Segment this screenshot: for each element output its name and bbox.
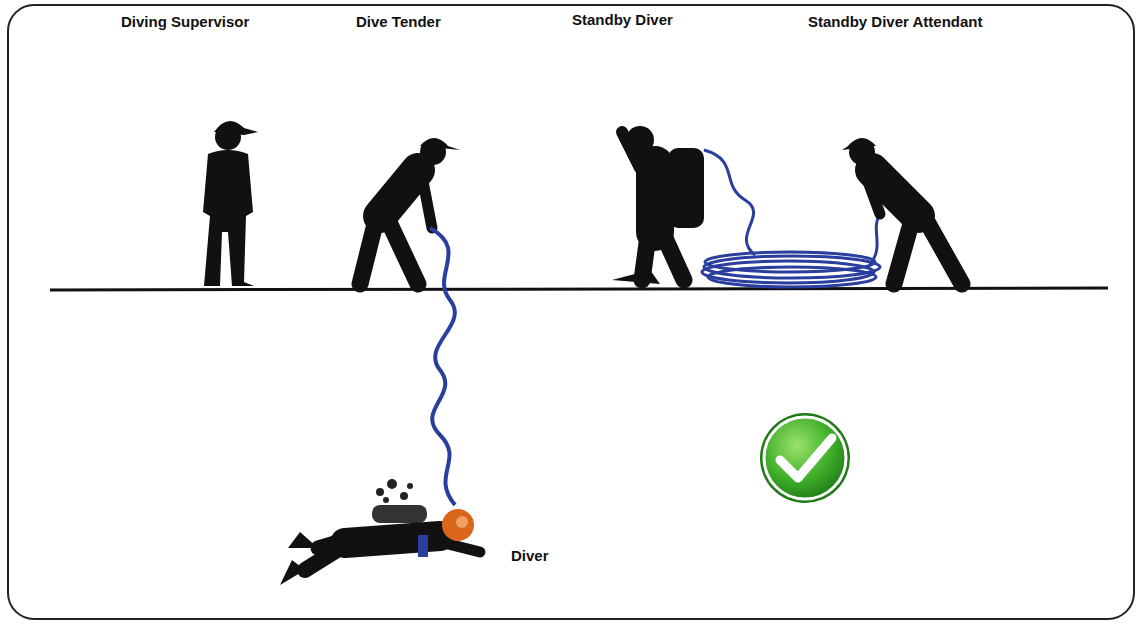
check-mark <box>760 413 850 503</box>
tender-silhouette <box>360 138 460 284</box>
role-label: Standby Diver Attendant <box>808 13 982 31</box>
supervisor-silhouette <box>203 121 258 286</box>
diver-label: Diver <box>511 547 549 565</box>
standby-hose-coil <box>702 150 880 287</box>
frame <box>8 5 1134 619</box>
standby-diver-silhouette <box>612 126 704 284</box>
role-label: Dive Tender <box>356 13 441 31</box>
attendant-silhouette <box>842 138 962 284</box>
role-label: Diving Supervisor <box>121 13 249 31</box>
diver-figure <box>280 479 480 585</box>
umbilical-hose <box>430 228 455 505</box>
role-label: Standby Diver <box>572 11 673 29</box>
water-surface <box>50 288 1108 290</box>
